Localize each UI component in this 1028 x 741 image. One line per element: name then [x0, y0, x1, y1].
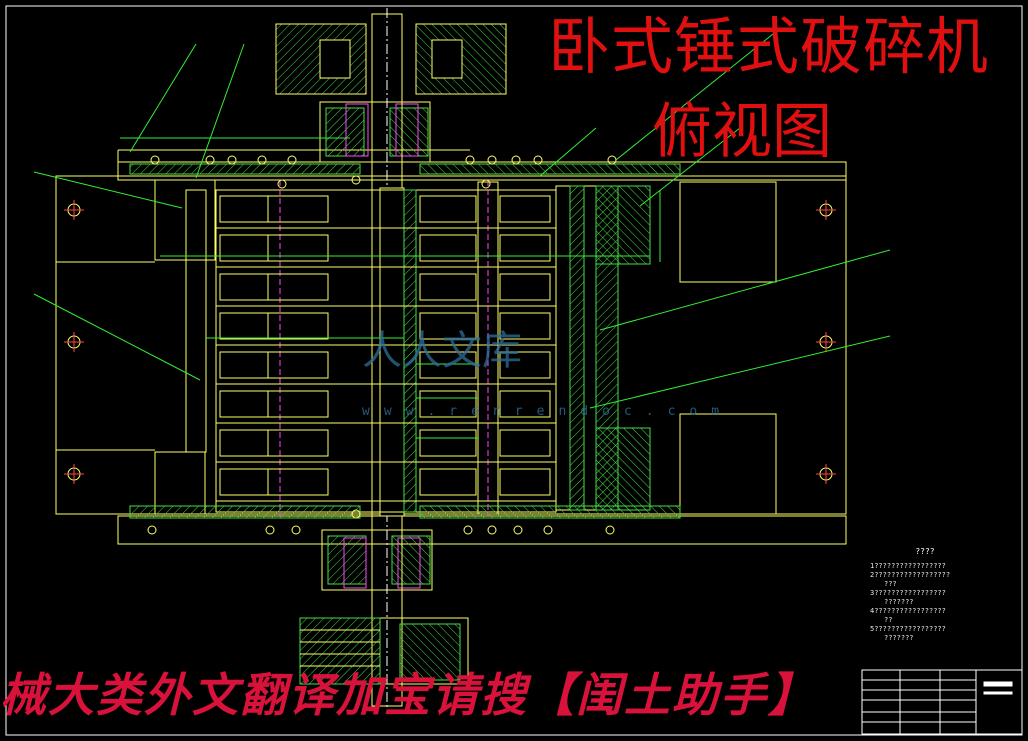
hammer-block	[419, 195, 477, 223]
bolt	[487, 525, 497, 535]
bolt	[205, 155, 215, 165]
bolt	[265, 525, 275, 535]
bolt	[533, 155, 543, 165]
hammer-block	[267, 234, 329, 262]
hammer-block	[219, 468, 269, 496]
bolt	[487, 155, 497, 165]
bolt	[481, 179, 491, 189]
hammer-block	[419, 429, 477, 457]
hammer-block	[219, 429, 269, 457]
drawing-frame	[5, 5, 1023, 736]
bolt	[287, 155, 297, 165]
drawing-title: 卧式锤式破碎机	[548, 10, 990, 83]
base-plates	[129, 163, 681, 519]
hammer-block	[219, 390, 269, 418]
hammer-row-group	[216, 195, 556, 502]
technical-notes: ???? 1????????????????? 2???????????????…	[870, 547, 980, 643]
note-line: 4?????????????????	[870, 607, 946, 615]
hammer-block	[267, 429, 329, 457]
hammer-block	[499, 390, 551, 418]
promo-banner: 械大类外文翻译加宝请搜【闺土助手】	[0, 668, 816, 722]
bolt	[257, 155, 267, 165]
hammer-block	[499, 273, 551, 301]
hammer-block	[499, 429, 551, 457]
bolt	[605, 525, 615, 535]
note-line: 3?????????????????	[870, 589, 946, 597]
note-line: ???????	[884, 634, 914, 642]
bolt	[291, 525, 301, 535]
hammer-block	[499, 195, 551, 223]
hammer-block	[219, 273, 269, 301]
hammer-block	[499, 234, 551, 262]
bolt	[147, 525, 157, 535]
hammer-block	[219, 195, 269, 223]
bolt	[277, 179, 287, 189]
note-line: 5?????????????????	[870, 625, 946, 633]
hammer-block	[219, 234, 269, 262]
leader-lines	[33, 29, 891, 409]
technical-notes-heading: ????	[915, 547, 935, 556]
hammer-block	[419, 234, 477, 262]
hammer-block	[267, 312, 329, 340]
hammer-block	[267, 273, 329, 301]
hammer-block	[219, 312, 269, 340]
bolt	[607, 155, 617, 165]
bolt	[463, 525, 473, 535]
bolt	[351, 175, 361, 185]
note-line: ??	[884, 616, 893, 624]
watermark-url: www.renrendoc.com	[362, 404, 734, 419]
hammer-block	[419, 351, 477, 379]
hammer-block	[267, 390, 329, 418]
bolt	[150, 155, 160, 165]
bolt	[465, 155, 475, 165]
title-block	[861, 669, 1023, 735]
note-line: 1?????????????????	[870, 562, 946, 570]
main-shaft	[371, 8, 405, 712]
note-line: ???	[884, 580, 897, 588]
hammer-block	[499, 468, 551, 496]
rotor-assembly	[215, 180, 557, 516]
hammer-block	[419, 312, 477, 340]
dimension-lines	[120, 137, 661, 439]
top-coupling	[275, 23, 507, 95]
hammer-block	[267, 468, 329, 496]
hammer-block	[419, 273, 477, 301]
hammer-block	[267, 195, 329, 223]
bolt	[351, 509, 361, 519]
bolt	[227, 155, 237, 165]
bolt-group	[147, 155, 617, 535]
bottom-bearing	[321, 529, 433, 591]
hammer-block	[219, 351, 269, 379]
hammer-block	[419, 468, 477, 496]
hammer-block	[419, 390, 477, 418]
bolt	[513, 525, 523, 535]
mounting-holes	[64, 200, 836, 484]
bolt	[511, 155, 521, 165]
note-line: 2??????????????????	[870, 571, 951, 579]
hammer-block	[267, 351, 329, 379]
note-line: ???????	[884, 598, 914, 606]
v-belt-pulley	[299, 617, 469, 685]
liner-grate	[555, 185, 651, 511]
hammer-block	[499, 351, 551, 379]
bolt	[543, 525, 553, 535]
watermark-logo: 人人文库	[362, 328, 522, 374]
hammer-block	[499, 312, 551, 340]
top-bearing	[319, 101, 431, 163]
drawing-subtitle: 俯视图	[652, 97, 832, 167]
